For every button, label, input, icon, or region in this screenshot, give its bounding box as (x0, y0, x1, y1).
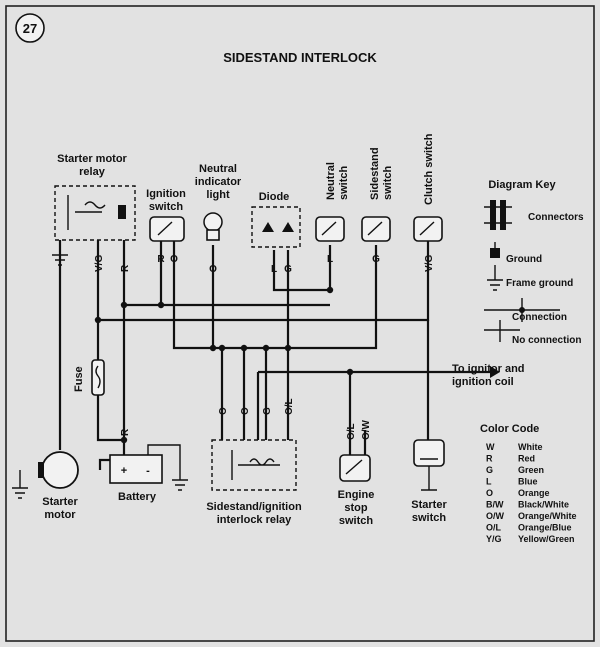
color-code-abbr: O/L (486, 523, 502, 533)
figure-number: 27 (23, 21, 37, 36)
battery-neg: - (146, 465, 150, 477)
key-title: Diagram Key (488, 179, 556, 191)
engine-stop-switch-box (339, 454, 371, 482)
ilr-ol-label: O/L (284, 398, 295, 415)
clutch-switch-icon (419, 221, 435, 236)
key-no-connection: No connection (512, 335, 581, 346)
ign-r-label: R (157, 254, 165, 265)
color-code-abbr: O/W (486, 511, 505, 521)
page-border (5, 5, 595, 642)
battery-pos: + (121, 465, 127, 477)
light-o-label: O (209, 264, 217, 275)
diode-label: Diode (259, 191, 290, 203)
color-code-name: Green (518, 465, 544, 475)
battery-label: Battery (118, 491, 157, 503)
neutral-switch-label: Neutralswitch (325, 162, 350, 200)
frame-ground-icon (487, 265, 503, 291)
fuse-r-label: R (120, 428, 131, 436)
ground-icon (490, 242, 500, 258)
sidestand-switch-box (361, 216, 391, 242)
fuse-label: Fuse (73, 366, 85, 392)
battery-ground-icon (147, 444, 188, 491)
neutral-light-base (206, 229, 220, 241)
starter-switch-box (413, 439, 445, 467)
wires (58, 240, 490, 470)
color-code-abbr: B/W (486, 500, 504, 510)
connector-icon (484, 200, 512, 230)
starter-relay-box (54, 185, 136, 241)
diagram-title: SIDESTAND INTERLOCK (223, 50, 377, 65)
color-code-name: Red (518, 454, 535, 464)
color-code-abbr: O (486, 488, 493, 498)
stop-ow-label: O/W (361, 419, 372, 440)
no-connection-icon (484, 320, 520, 342)
connection-icon (484, 298, 560, 322)
color-code-name: Blue (518, 477, 538, 487)
clutch-switch-box (413, 216, 443, 242)
key-connection: Connection (512, 312, 567, 323)
diode-box (251, 206, 301, 248)
fuse-icon (91, 359, 105, 396)
neutral-l-label: L (327, 254, 333, 265)
ignition-switch-box (149, 216, 185, 242)
color-code-name: White (518, 442, 543, 452)
color-code-abbr: Y/G (486, 534, 502, 544)
motor-ground-icon (12, 470, 28, 499)
ilr-g-label: G (262, 407, 273, 415)
stop-ol-label: O/L (346, 423, 357, 440)
sidestand-switch-icon (367, 221, 383, 236)
neutral-light-bulb-icon (203, 212, 223, 232)
diode-icon (262, 222, 294, 232)
sidestand-switch-label: Sidestandswitch (369, 147, 394, 200)
relay-ground-icon (52, 240, 68, 266)
diode-l-label: L (271, 264, 277, 275)
clutch-vg-label: V/G (424, 255, 435, 272)
to-ignitor-arrow-icon (490, 366, 500, 378)
interlock-relay-coil-icon (231, 450, 280, 480)
key-ground: Ground (506, 254, 542, 265)
starter-motor-icon (41, 451, 79, 489)
ignition-switch-icon (157, 221, 173, 236)
color-code-title: Color Code (480, 423, 539, 435)
figure-number-circle (15, 13, 45, 43)
battery-icon (109, 454, 163, 484)
ilr-o1-label: O (218, 407, 229, 415)
engine-stop-switch-icon (345, 459, 363, 475)
neutral-switch-box (315, 216, 345, 242)
color-code-name: Orange/White (518, 511, 577, 521)
color-code-name: Black/White (518, 500, 569, 510)
relay-coil-icon (67, 195, 106, 230)
color-code-abbr: W (486, 442, 495, 452)
key-connectors: Connectors (528, 212, 584, 223)
interlock-relay-box (211, 439, 297, 491)
key-frame-ground: Frame ground (506, 278, 573, 289)
side-g-label: G (372, 254, 380, 265)
clutch-switch-label: Clutch switch (423, 133, 435, 205)
color-code-abbr: G (486, 465, 493, 475)
color-code-name: Orange/Blue (518, 523, 572, 533)
ilr-o2-label: O (240, 407, 251, 415)
neutral-switch-icon (321, 221, 337, 236)
relay-r-label: R (120, 264, 131, 272)
starter-switch-icon (420, 458, 438, 491)
ign-o-label: O (170, 254, 178, 265)
diode-g-label: G (284, 264, 292, 275)
color-code-abbr: L (486, 477, 492, 487)
relay-vg-label: V/G (94, 255, 105, 272)
color-code-abbr: R (486, 454, 493, 464)
color-code-name: Orange (518, 488, 550, 498)
color-code-name: Yellow/Green (518, 534, 575, 544)
junctions (94, 286, 354, 444)
